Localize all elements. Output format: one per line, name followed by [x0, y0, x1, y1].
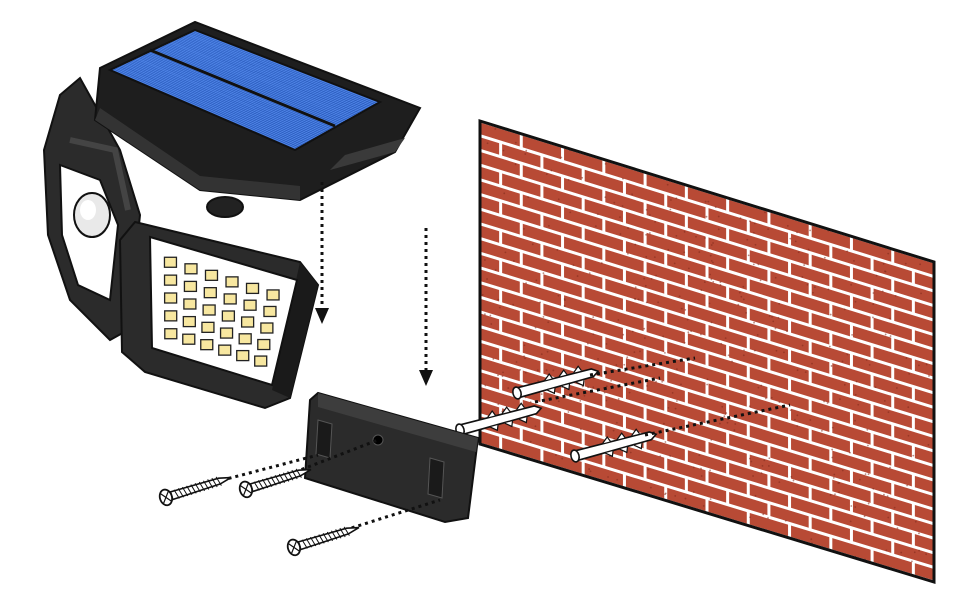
led [184, 281, 196, 291]
led [165, 275, 177, 285]
led [224, 294, 236, 304]
led [267, 290, 279, 300]
led [205, 270, 217, 280]
screw [158, 470, 233, 507]
arrow-head [315, 308, 329, 324]
bracket-hook-left [316, 420, 332, 458]
led [164, 257, 176, 267]
led [239, 334, 251, 344]
led [201, 340, 213, 350]
led [183, 334, 195, 344]
led [184, 299, 196, 309]
led [261, 323, 273, 333]
led-lamp-head [120, 222, 318, 408]
bracket-hook-right [428, 458, 444, 498]
led [165, 293, 177, 303]
arrow-head [419, 370, 433, 386]
led [244, 300, 256, 310]
led [204, 288, 216, 298]
led [222, 311, 234, 321]
led [221, 328, 233, 338]
led [202, 322, 214, 332]
pir-motion-sensor [74, 193, 110, 237]
brick-wall [480, 121, 934, 582]
led [242, 317, 254, 327]
led [183, 317, 195, 327]
led [258, 340, 270, 350]
led [237, 351, 249, 361]
led [185, 264, 197, 274]
led [219, 345, 231, 355]
led [165, 311, 177, 321]
led [264, 306, 276, 316]
solar-lamp-unit [44, 22, 420, 408]
led [226, 277, 238, 287]
led [255, 356, 267, 366]
led [165, 329, 177, 339]
screw [286, 520, 361, 557]
led [247, 283, 259, 293]
mounting-bracket [305, 393, 478, 522]
screw [238, 462, 313, 499]
assembly-arrows [315, 182, 433, 386]
led [203, 305, 215, 315]
